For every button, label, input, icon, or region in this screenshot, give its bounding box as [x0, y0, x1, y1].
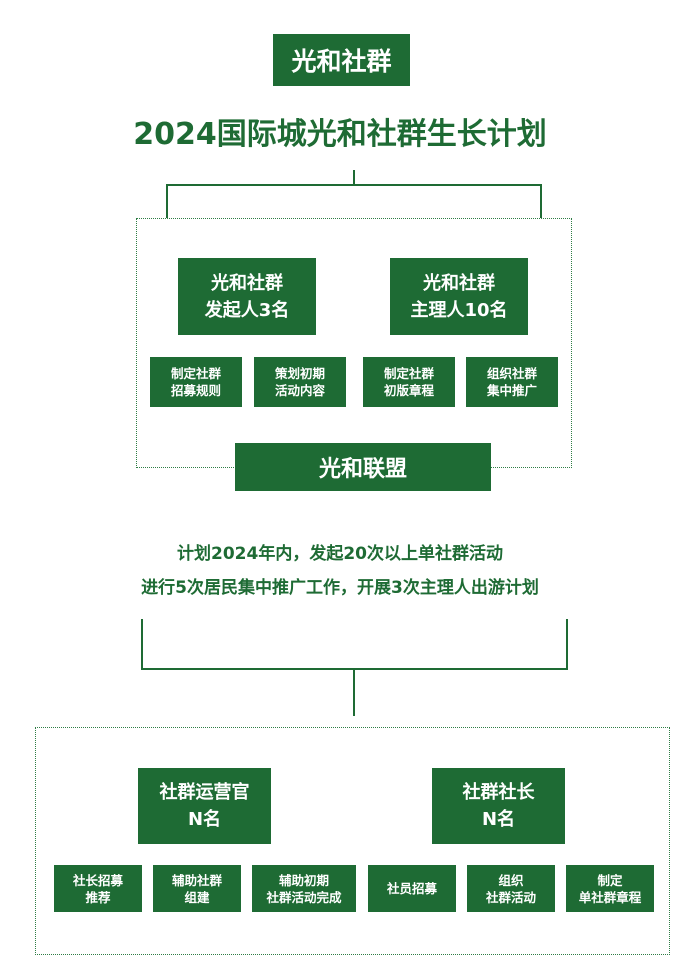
founder-box: 光和社群 发起人3名 — [178, 258, 316, 335]
task-box: 社长招募 推荐 — [54, 865, 142, 912]
task-box: 辅助初期 社群活动完成 — [252, 865, 356, 912]
connector-mid-bar — [141, 668, 568, 670]
task-box: 社员招募 — [368, 865, 456, 912]
section1-frame — [136, 218, 572, 468]
task-box: 制定 单社群章程 — [566, 865, 654, 912]
plan-line-2: 进行5次居民集中推广工作，开展3次主理人出游计划 — [141, 578, 539, 598]
task-box: 制定社群 初版章程 — [363, 357, 455, 407]
connector-mid-stem — [353, 668, 355, 716]
organizer-box: 光和社群 主理人10名 — [390, 258, 528, 335]
header-badge: 光和社群 — [273, 34, 410, 86]
connector-mid-right — [566, 619, 568, 669]
page-title: 2024国际城光和社群生长计划 — [133, 117, 547, 152]
task-box: 辅助社群 组建 — [153, 865, 241, 912]
section2-frame — [35, 727, 670, 955]
plan-line-1: 计划2024年内，发起20次以上单社群活动 — [177, 544, 503, 564]
connector-top-stem — [353, 170, 355, 184]
alliance-box: 光和联盟 — [235, 443, 491, 491]
connector-mid-left — [141, 619, 143, 669]
connector-top-left — [166, 184, 168, 218]
task-box: 制定社群 招募规则 — [150, 357, 242, 407]
connector-top-right — [540, 184, 542, 218]
task-box: 组织 社群活动 — [467, 865, 555, 912]
chief-box: 社群社长 N名 — [432, 768, 565, 844]
operator-box: 社群运营官 N名 — [138, 768, 271, 844]
task-box: 策划初期 活动内容 — [254, 357, 346, 407]
connector-top-bar — [166, 184, 541, 186]
task-box: 组织社群 集中推广 — [466, 357, 558, 407]
